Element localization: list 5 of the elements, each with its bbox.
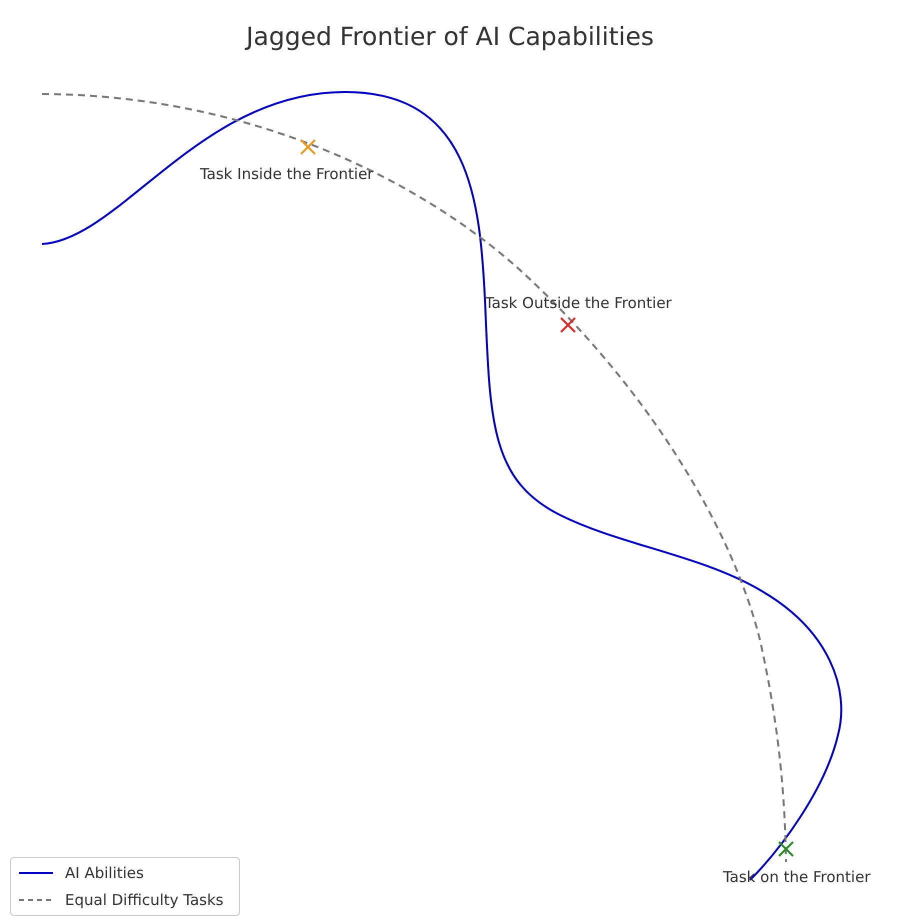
point-label: Task Inside the Frontier [200, 164, 374, 185]
point-label: Task on the Frontier [723, 867, 870, 888]
legend-label: AI Abilities [65, 863, 144, 884]
chart-title: Jagged Frontier of AI Capabilities [244, 21, 655, 53]
legend-label: Equal Difficulty Tasks [65, 890, 224, 910]
